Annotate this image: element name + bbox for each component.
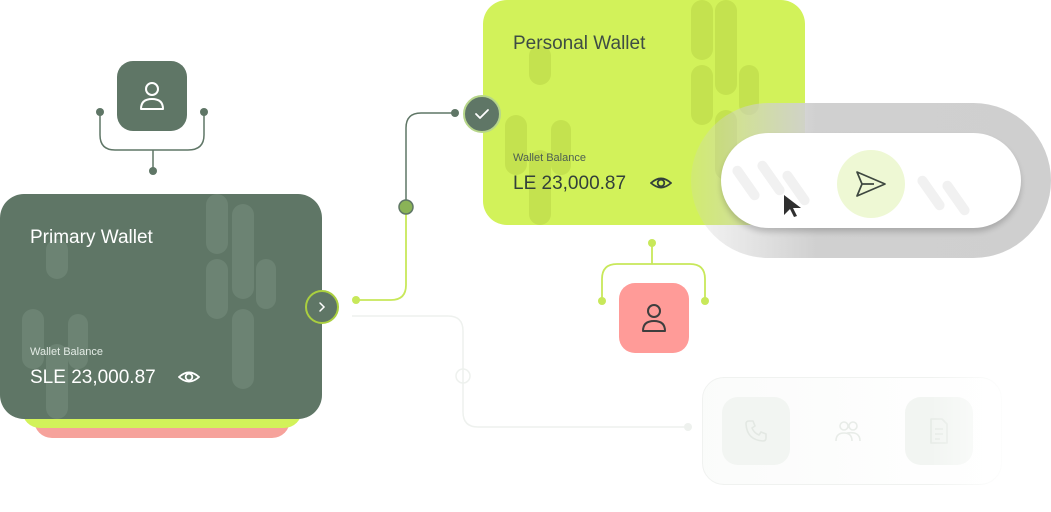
personal-wallet-card[interactable]: Personal Wallet Wallet Balance LE 23,000… xyxy=(483,0,805,225)
balance-label: Wallet Balance xyxy=(513,152,586,164)
send-icon xyxy=(856,171,886,197)
balance-label: Wallet Balance xyxy=(30,346,103,358)
receiver-avatar[interactable] xyxy=(619,283,689,353)
user-icon xyxy=(140,82,164,110)
balance-value: SLE 23,000.87 xyxy=(30,367,156,388)
wallet-link-line xyxy=(356,207,407,301)
fade-overlay xyxy=(930,370,1051,495)
phone-icon xyxy=(745,420,767,442)
chevron-right-icon xyxy=(319,302,326,312)
wallet-title: Primary Wallet xyxy=(30,227,153,248)
contacts-button[interactable] xyxy=(814,397,882,465)
sender-avatar-fork xyxy=(99,112,205,151)
primary-wallet-card[interactable]: Primary Wallet Wallet Balance SLE 23,000… xyxy=(0,194,322,419)
eye-icon[interactable] xyxy=(650,173,672,193)
check-icon xyxy=(475,109,489,119)
send-button[interactable] xyxy=(837,150,905,218)
user-icon xyxy=(642,304,666,332)
wallet-title: Personal Wallet xyxy=(513,33,646,54)
expand-wallet-button[interactable] xyxy=(305,290,339,324)
card-pattern xyxy=(22,194,276,419)
sender-avatar[interactable] xyxy=(117,61,187,131)
pill-pattern xyxy=(732,160,970,216)
call-button[interactable] xyxy=(722,397,790,465)
selected-wallet-check xyxy=(463,95,501,133)
balance-value: LE 23,000.87 xyxy=(513,173,627,194)
cursor-arrow-icon xyxy=(784,195,801,217)
eye-icon[interactable] xyxy=(178,367,200,387)
people-icon xyxy=(835,421,861,442)
